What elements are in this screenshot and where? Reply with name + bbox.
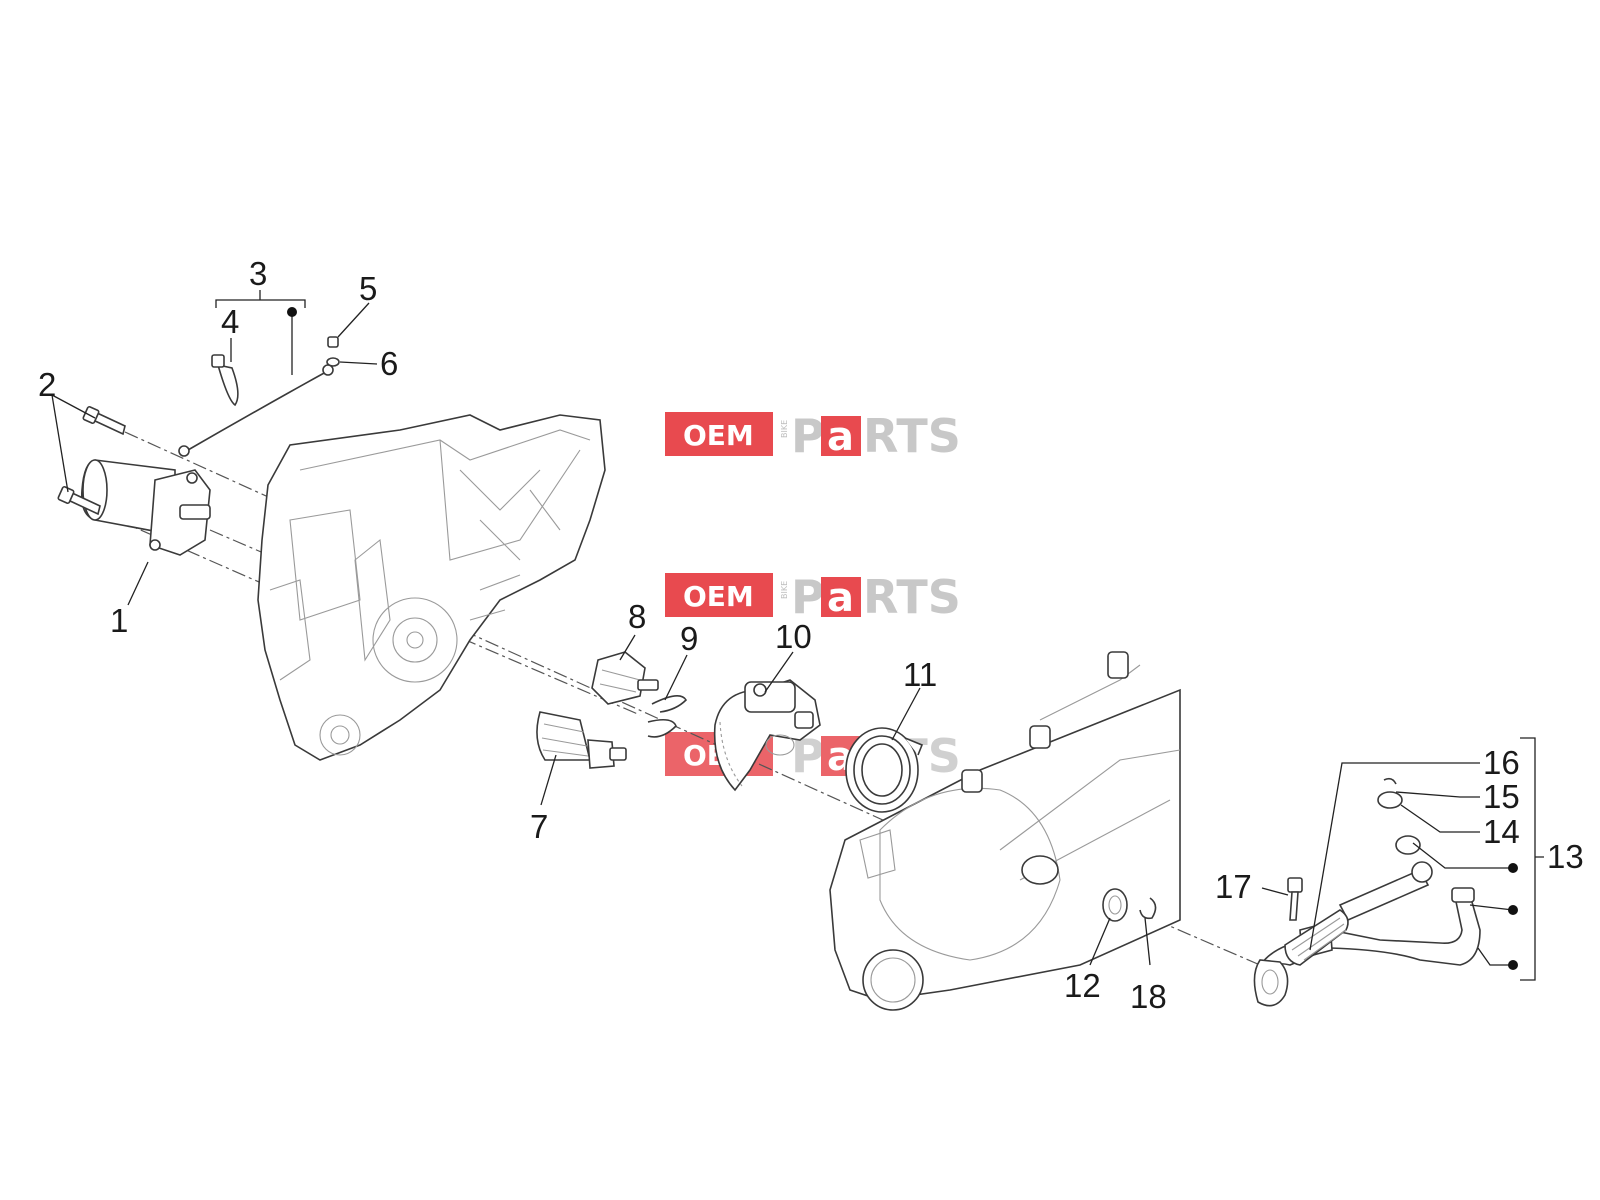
part-label-18: 18 — [1130, 978, 1167, 1015]
leader-1 — [127, 561, 149, 606]
part-label-6: 6 — [380, 345, 398, 382]
part-number-labels: 1 2 3 4 5 6 7 8 9 10 11 12 13 14 15 16 1… — [38, 255, 1584, 1015]
leader-9 — [664, 654, 688, 701]
watermark-a-box — [821, 416, 861, 456]
kickstart-sector-gear — [713, 679, 821, 792]
watermark-rts-text: RTS — [863, 570, 961, 624]
leader-13-b — [1469, 904, 1514, 911]
leader-11 — [891, 687, 921, 741]
starter-motor — [80, 459, 211, 556]
spring-clip — [647, 695, 688, 738]
leader-13-dot-c — [1508, 960, 1518, 970]
leader-15 — [1395, 791, 1480, 798]
leader-14 — [1400, 804, 1480, 833]
part-label-5: 5 — [359, 270, 377, 307]
leader-16 — [1309, 762, 1480, 951]
return-coil-spring — [845, 727, 924, 813]
pinion-gear — [591, 651, 659, 705]
leader-6 — [339, 361, 378, 365]
watermark-a-text: a — [827, 414, 854, 460]
leader-13-dot-a — [1508, 863, 1518, 873]
leader-17 — [1261, 887, 1289, 896]
leader-3-bracket — [215, 290, 306, 308]
leader-lines — [51, 290, 1544, 981]
washer-and-circlip — [1102, 888, 1157, 922]
leader-5 — [337, 302, 370, 338]
kickstart-bolt — [1287, 877, 1303, 921]
watermark-a-text: a — [827, 575, 854, 621]
watermark-oem-box — [665, 573, 773, 617]
crankcase-housing — [257, 414, 606, 761]
watermark-a-box — [821, 577, 861, 617]
starter-drive-gear — [536, 711, 627, 769]
leader-3-dot — [287, 307, 297, 317]
part-label-12: 12 — [1064, 967, 1101, 1004]
leader-13-c — [1477, 947, 1513, 966]
watermark-bike-text: BIKE — [780, 420, 789, 438]
axis-line-gear — [439, 619, 1061, 901]
watermark-logo-1: OEM BIKE P a RTS — [665, 409, 961, 463]
watermark-logo-2: OEM BIKE P a RTS — [665, 570, 961, 624]
leader-13-bracket — [1520, 737, 1544, 981]
part-label-1: 1 — [110, 602, 128, 639]
watermark-oem-text: OEM — [683, 419, 754, 452]
watermark-rts-text: RTS — [863, 409, 961, 463]
watermark-p-text: P — [791, 570, 825, 624]
wire-clamp — [211, 354, 239, 407]
engine-side-cover — [829, 651, 1181, 1011]
part-label-15: 15 — [1483, 778, 1520, 815]
kickstart-washers — [1377, 777, 1421, 855]
part-label-2: 2 — [38, 366, 56, 403]
part-label-11: 11 — [903, 656, 937, 693]
part-label-10: 10 — [775, 618, 812, 655]
part-label-7: 7 — [530, 808, 548, 845]
leader-2 — [51, 394, 96, 493]
watermark-oem-box — [665, 412, 773, 456]
watermark-bike-text: BIKE — [780, 581, 789, 599]
part-label-13: 13 — [1547, 838, 1584, 875]
leader-12 — [1089, 917, 1111, 966]
leader-8 — [619, 634, 636, 661]
part-label-14: 14 — [1483, 813, 1520, 850]
part-label-17: 17 — [1215, 868, 1252, 905]
watermark-p-text: P — [791, 409, 825, 463]
watermark-oem-text: OEM — [683, 580, 754, 613]
leader-18 — [1144, 917, 1151, 966]
leader-13-a — [1412, 842, 1513, 869]
leader-7 — [540, 754, 557, 806]
screw-and-washer — [326, 336, 340, 367]
leader-10 — [764, 651, 794, 693]
kickstart-rubber-grip — [1284, 909, 1349, 966]
ground-wire — [178, 364, 334, 457]
part-label-8: 8 — [628, 598, 646, 635]
part-label-9: 9 — [680, 620, 698, 657]
part-label-4: 4 — [221, 303, 239, 340]
leader-13-dot-b — [1508, 905, 1518, 915]
part-label-16: 16 — [1483, 744, 1520, 781]
part-label-3: 3 — [249, 255, 267, 292]
